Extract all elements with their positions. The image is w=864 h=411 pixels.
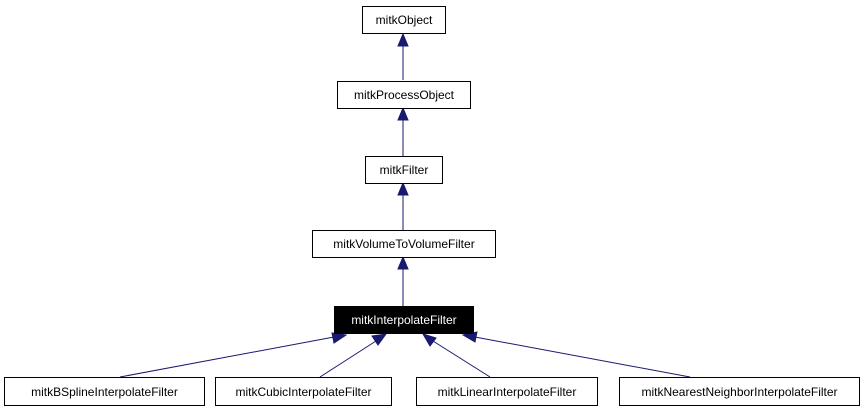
edge-linear-interpolate: [421, 333, 491, 378]
edge-processobject-object: [397, 32, 409, 80]
edge-vol2vol-filter: [397, 181, 409, 230]
node-label-mitkvolumetovolumefilter: mitkVolumeToVolumeFilter: [333, 237, 474, 251]
node-label-mitkinterpolatefilter: mitkInterpolateFilter: [351, 313, 456, 327]
node-label-mitkbsplineinterpolatefilter: mitkBSplineInterpolateFilter: [31, 385, 178, 399]
node-label-mitkfilter: mitkFilter: [380, 163, 429, 177]
node-mitkfilter[interactable]: mitkFilter: [365, 156, 443, 184]
node-mitkinterpolatefilter[interactable]: mitkInterpolateFilter: [334, 306, 474, 334]
edge-cubic-interpolate: [319, 333, 388, 378]
node-label-mitkobject: mitkObject: [376, 13, 433, 27]
node-mitkbsplineinterpolatefilter[interactable]: mitkBSplineInterpolateFilter: [4, 377, 205, 406]
node-label-mitkcubicinterpolatefilter: mitkCubicInterpolateFilter: [235, 385, 371, 399]
node-label-mitklinearinterpolatefilter: mitkLinearInterpolateFilter: [438, 385, 577, 399]
edges-layer: [119, 32, 691, 378]
node-mitkobject[interactable]: mitkObject: [362, 6, 446, 34]
node-mitkcubicinterpolatefilter[interactable]: mitkCubicInterpolateFilter: [215, 377, 392, 406]
node-mitknearestneighborinterpolatefilter[interactable]: mitkNearestNeighborInterpolateFilter: [619, 377, 860, 406]
node-label-mitkprocessobject: mitkProcessObject: [354, 88, 455, 102]
edge-filter-processobject: [397, 106, 409, 156]
nodes-layer: mitkObject mitkProcessObject mitkFilter …: [4, 6, 860, 406]
edge-bspline-interpolate: [119, 332, 348, 378]
node-mitkprocessobject[interactable]: mitkProcessObject: [337, 81, 471, 109]
edge-nearest-interpolate: [461, 331, 691, 378]
edge-interpolate-vol2vol: [397, 255, 409, 306]
node-label-mitknearestneighborinterpolatefilter: mitkNearestNeighborInterpolateFilter: [641, 385, 837, 399]
node-mitklinearinterpolatefilter[interactable]: mitkLinearInterpolateFilter: [416, 377, 598, 406]
node-mitkvolumetovolumefilter[interactable]: mitkVolumeToVolumeFilter: [312, 230, 496, 258]
